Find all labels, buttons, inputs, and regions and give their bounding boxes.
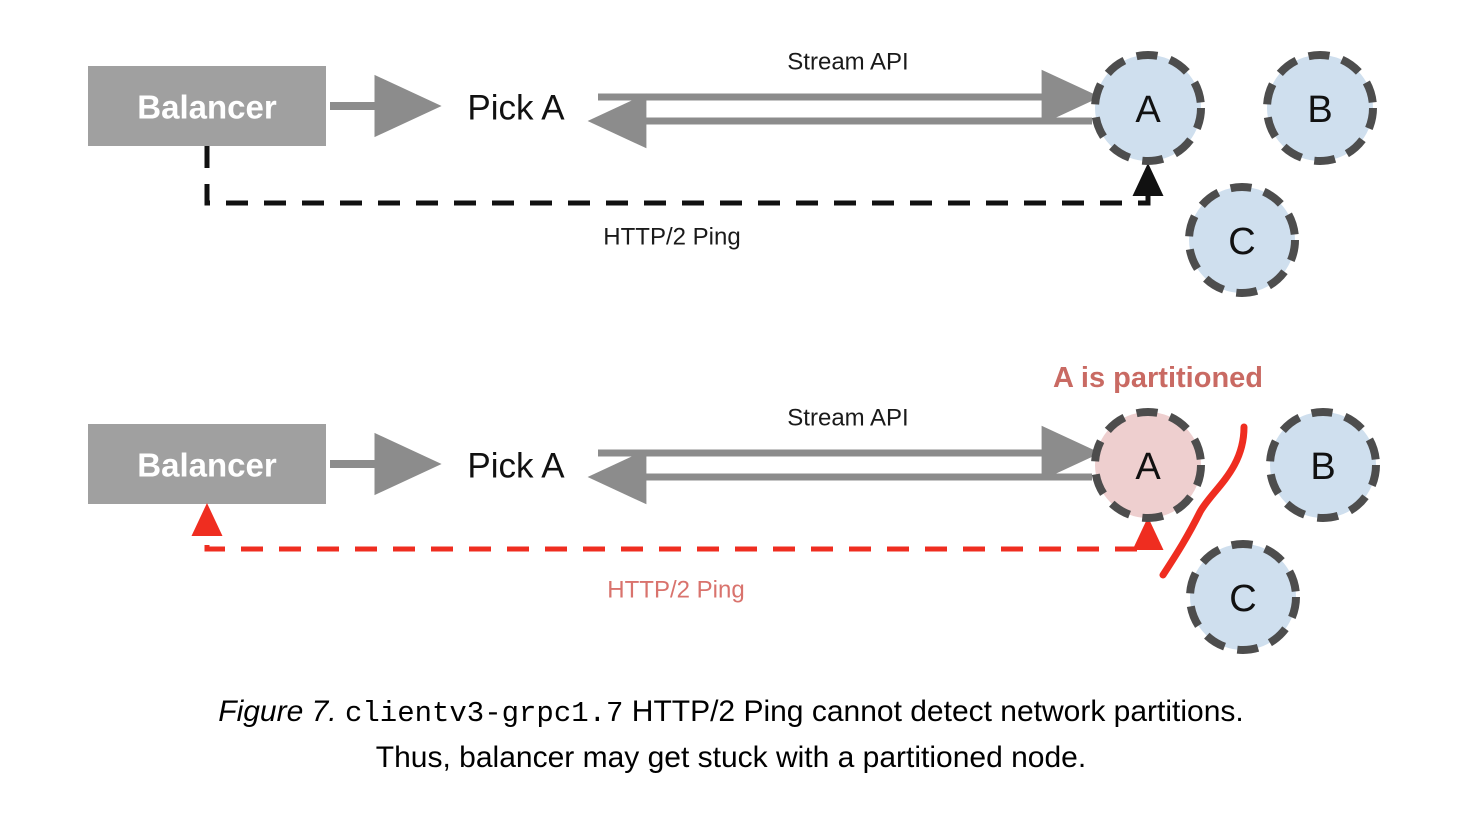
stream-api-label-top: Stream API xyxy=(787,49,908,76)
node-b-bottom[interactable] xyxy=(1266,408,1380,522)
node-c-bottom-label: C xyxy=(1229,578,1256,620)
http2-ping-path-top xyxy=(204,146,1164,206)
partition-title-label: A is partitioned xyxy=(1053,362,1263,394)
node-a-top[interactable] xyxy=(1091,51,1205,165)
partition-curve xyxy=(1159,423,1248,579)
http2-ping-label-top: HTTP/2 Ping xyxy=(603,224,740,251)
node-a-top-label: A xyxy=(1135,89,1161,131)
http2-ping-label-bottom: HTTP/2 Ping xyxy=(607,577,744,604)
node-c-bottom[interactable] xyxy=(1186,540,1300,654)
pick-label-bottom: Pick A xyxy=(467,447,565,486)
figure-caption-line-2: Thus, balancer may get stuck with a part… xyxy=(375,741,1087,774)
pick-label-top: Pick A xyxy=(467,89,565,128)
node-a-bottom-label: A xyxy=(1135,446,1161,488)
panel-partitioned: A is partitioned Balancer Pick A Stream … xyxy=(88,362,1380,654)
node-b-top-label: B xyxy=(1307,89,1332,131)
figure-caption-code: clientv3-grpc1.7 xyxy=(344,697,624,730)
panel-healthy: Balancer Pick A Stream API HTTP/2 Ping A… xyxy=(88,49,1377,297)
figure-number-label: Figure 7. xyxy=(218,695,337,728)
balancer-box-bottom-label: Balancer xyxy=(137,447,277,484)
node-a-bottom[interactable] xyxy=(1091,408,1205,522)
figure-caption-rest: HTTP/2 Ping cannot detect network partit… xyxy=(623,695,1244,728)
balancer-box-top-label: Balancer xyxy=(137,89,277,126)
stream-api-label-bottom: Stream API xyxy=(787,405,908,432)
figure-caption-line-1: Figure 7. clientv3-grpc1.7 HTTP/2 Ping c… xyxy=(0,690,1462,736)
balancer-box-top[interactable] xyxy=(88,66,326,146)
figure-caption: Figure 7. clientv3-grpc1.7 HTTP/2 Ping c… xyxy=(0,690,1462,780)
http2-ping-path-bottom-to-balancer xyxy=(191,502,1151,552)
balancer-box-bottom[interactable] xyxy=(88,424,326,504)
node-b-bottom-label: B xyxy=(1310,446,1335,488)
node-c-top-label: C xyxy=(1228,221,1255,263)
node-b-top[interactable] xyxy=(1263,51,1377,165)
node-c-top[interactable] xyxy=(1185,183,1299,297)
